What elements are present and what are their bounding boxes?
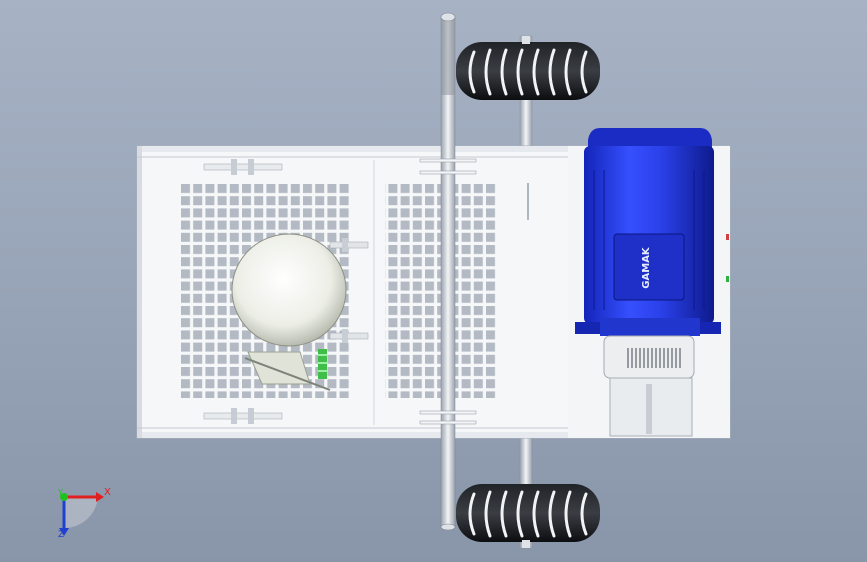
wheel-bottom [456,484,600,548]
air-tank [231,233,347,347]
motor-brand-label: GAMAK [641,246,652,289]
tank-fittings [329,238,369,343]
tank-bracket [244,349,331,391]
axis-z-label: Z [58,530,65,540]
wheel-top [456,36,600,100]
bolt-bottom [203,408,283,424]
axis-y-label: Y [58,488,63,497]
handle-tube [440,12,456,531]
axis-x-label: X [104,487,111,498]
tube-clamp-top [419,158,477,175]
tube-clamp-bottom [419,410,477,425]
coupling-housing [603,335,695,437]
axis-triad[interactable] [59,492,104,536]
bolt-top [203,159,283,175]
side-indicators [726,234,729,282]
